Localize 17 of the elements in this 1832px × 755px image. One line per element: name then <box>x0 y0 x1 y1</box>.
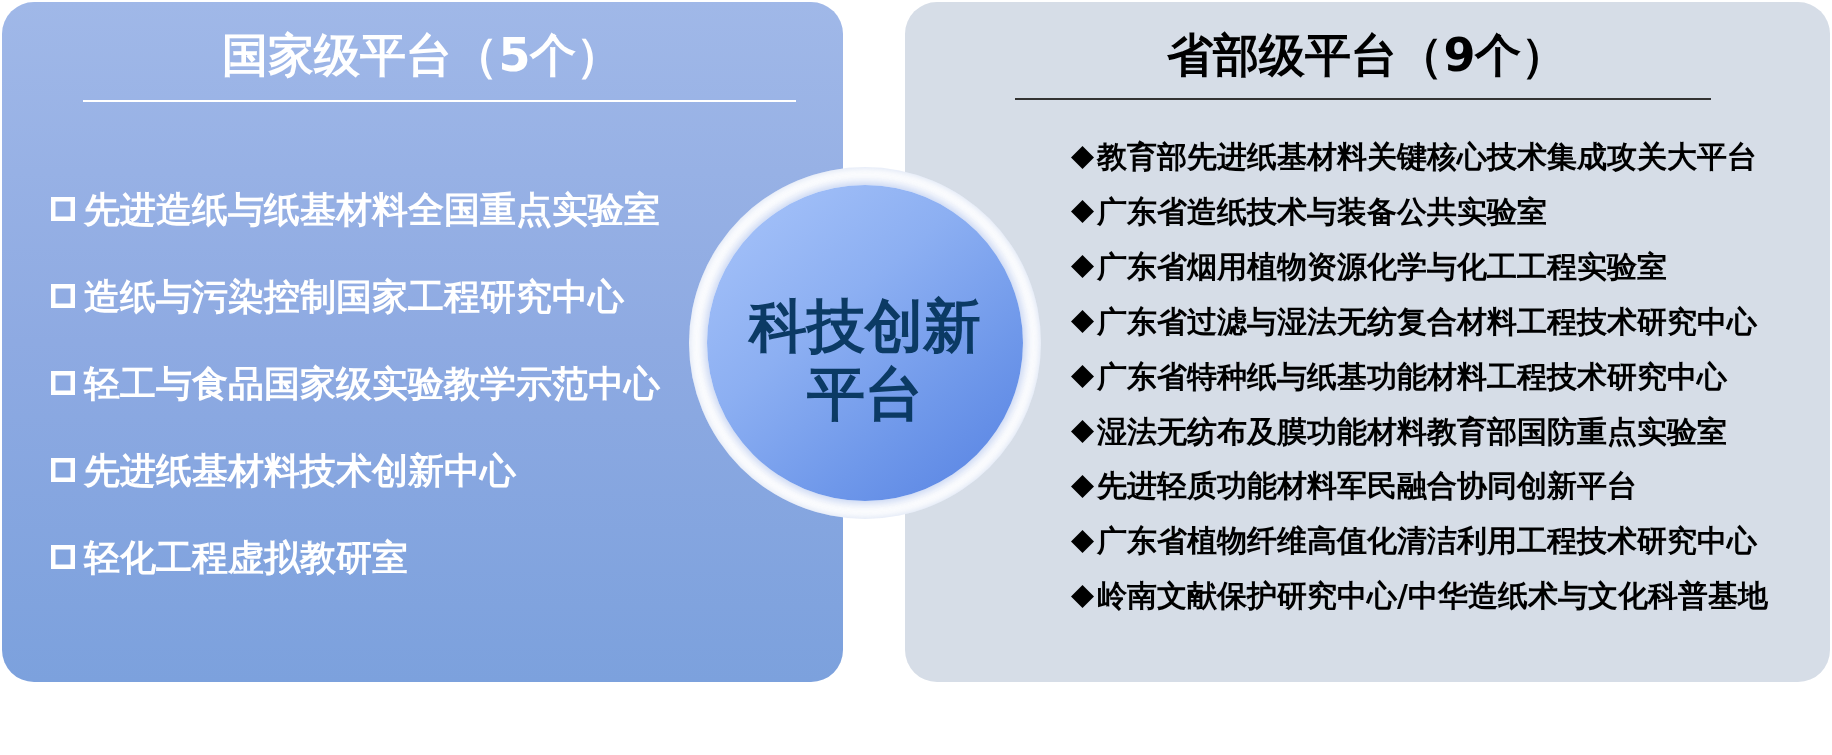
list-item: 先进纸基材料技术创新中心 <box>84 448 516 493</box>
panel-heading: 国家级平台（5个） <box>222 27 623 84</box>
list-item: 广东省特种纸与纸基功能材料工程技术研究中心 <box>1097 357 1727 396</box>
list-item: 轻化工程虚拟教研室 <box>84 535 408 580</box>
list-item: 广东省植物纤维高值化清洁利用工程技术研究中心 <box>1097 522 1757 561</box>
panel-heading: 省部级平台（9个） <box>1167 27 1568 84</box>
center-title: 科技创新平台 <box>747 292 982 428</box>
list-item: 轻工与食品国家级实验教学示范中心 <box>84 361 660 406</box>
list-item: 岭南文献保护研究中心/中华造纸术与文化科普基地 <box>1097 577 1768 616</box>
list-item: 湿法无纺布及膜功能材料教育部国防重点实验室 <box>1097 412 1727 451</box>
list-item: 广东省过滤与湿法无纺复合材料工程技术研究中心 <box>1097 302 1757 341</box>
list-item: 广东省烟用植物资源化学与化工工程实验室 <box>1097 247 1667 286</box>
list-item: 先进造纸与纸基材料全国重点实验室 <box>84 187 660 232</box>
list-item: 广东省造纸技术与装备公共实验室 <box>1097 192 1547 231</box>
list-item: 造纸与污染控制国家工程研究中心 <box>84 274 624 319</box>
list-item: 先进轻质功能材料军民融合协同创新平台 <box>1097 467 1637 506</box>
list-item: 教育部先进纸基材料关键核心技术集成攻关大平台 <box>1097 138 1757 176</box>
